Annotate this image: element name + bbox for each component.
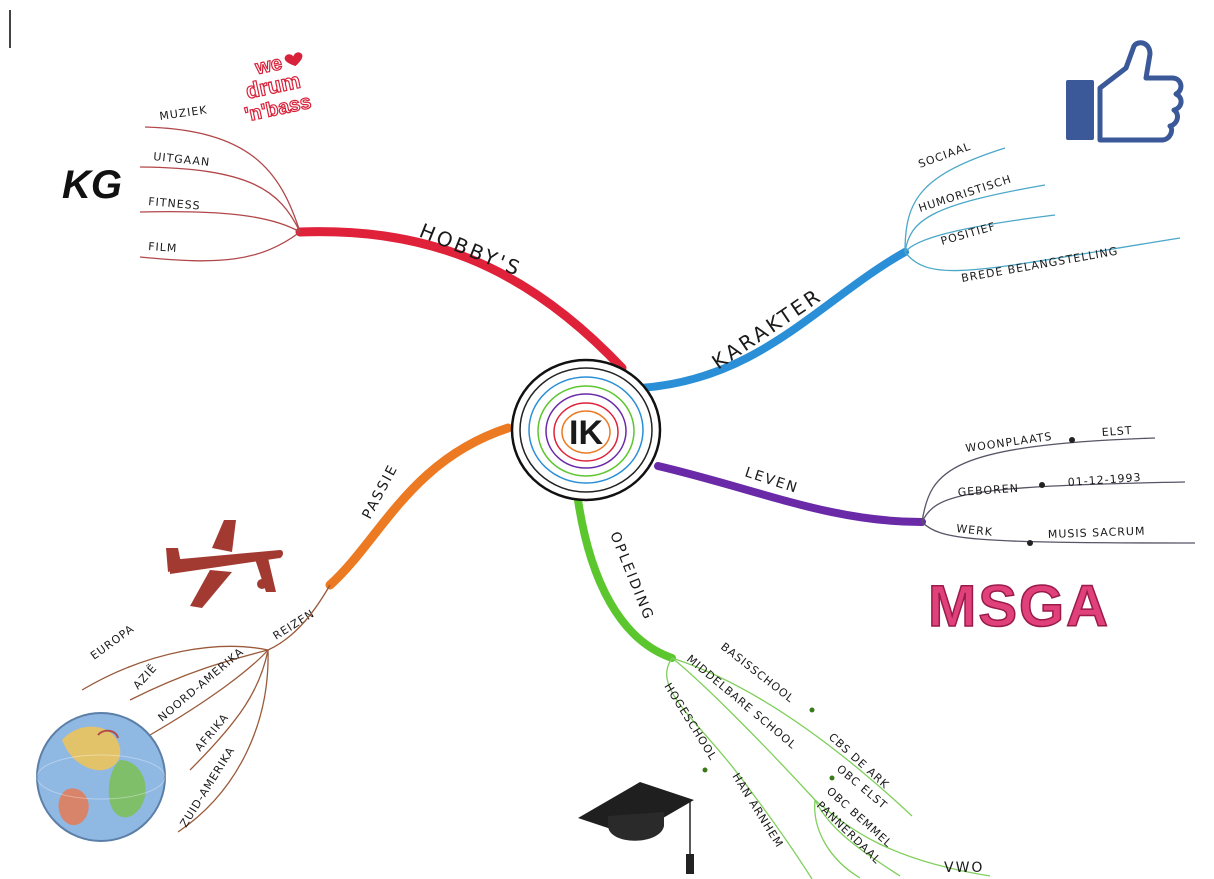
opleiding-level: VWO [944, 860, 984, 876]
hobbys-item-film: FILM [148, 240, 178, 255]
heart-icon [284, 52, 303, 67]
passie-sub-reizen: REIZEN [271, 607, 317, 643]
graduation-cap-icon [578, 782, 694, 874]
karakter-item-brede-belangstelling: BREDE BELANGSTELLING [960, 245, 1119, 285]
branch-label-karakter: KARAKTER [707, 283, 826, 374]
karakter-item-positief: POSITIEF [939, 220, 997, 248]
hobbys-item-uitgaan: UITGAAN [153, 150, 211, 169]
wedrum-line-2: drum [244, 68, 303, 104]
karakter-item-sociaal: SOCIAAL [917, 140, 973, 171]
leven-dots [1027, 437, 1075, 546]
center-label: IK [569, 414, 603, 452]
passie-item-zuid-amerika: ZUID-AMERIKA [178, 744, 238, 829]
hobbys-item-fitness: FITNESS [148, 195, 201, 213]
opleiding-subbranches [666, 657, 991, 879]
opleiding-dots [702, 707, 835, 781]
wedrum-logo: we drum 'n'bass [242, 52, 314, 128]
kg-logo: KG [62, 163, 122, 207]
passie-item-europa: EUROPA [88, 622, 137, 662]
leven-key-werk: WERK [956, 522, 994, 539]
branch-passie [325, 423, 513, 590]
thumbs-up-icon [1066, 40, 1184, 143]
hobbys-subbranches [139, 126, 301, 262]
leven-value-woonplaats: ELST [1101, 424, 1133, 439]
leven-value-geboren: 01-12-1993 [1067, 471, 1142, 489]
karakter-subbranches [904, 147, 1181, 272]
airplane-icon [166, 520, 283, 608]
globe-icon [36, 712, 166, 842]
passie-subbranches [81, 584, 331, 833]
center-node: IK [510, 358, 662, 502]
branch-leven [654, 462, 926, 526]
opleiding-value-hogeschool: HAN ARNHEM [729, 771, 785, 851]
branch-opleiding [574, 496, 676, 662]
msga-logo: MSGA [928, 574, 1110, 639]
hobbys-item-muziek: MUZIEK [159, 103, 209, 123]
passie-item-noord-amerika: NOORD-AMERIKA [156, 645, 247, 724]
branch-hobbys [295, 227, 627, 373]
leven-subbranches [921, 437, 1196, 544]
branch-karakter [636, 248, 909, 392]
leven-value-werk: MUSIS SACRUM [1048, 525, 1146, 541]
leven-key-geboren: GEBOREN [957, 482, 1019, 499]
